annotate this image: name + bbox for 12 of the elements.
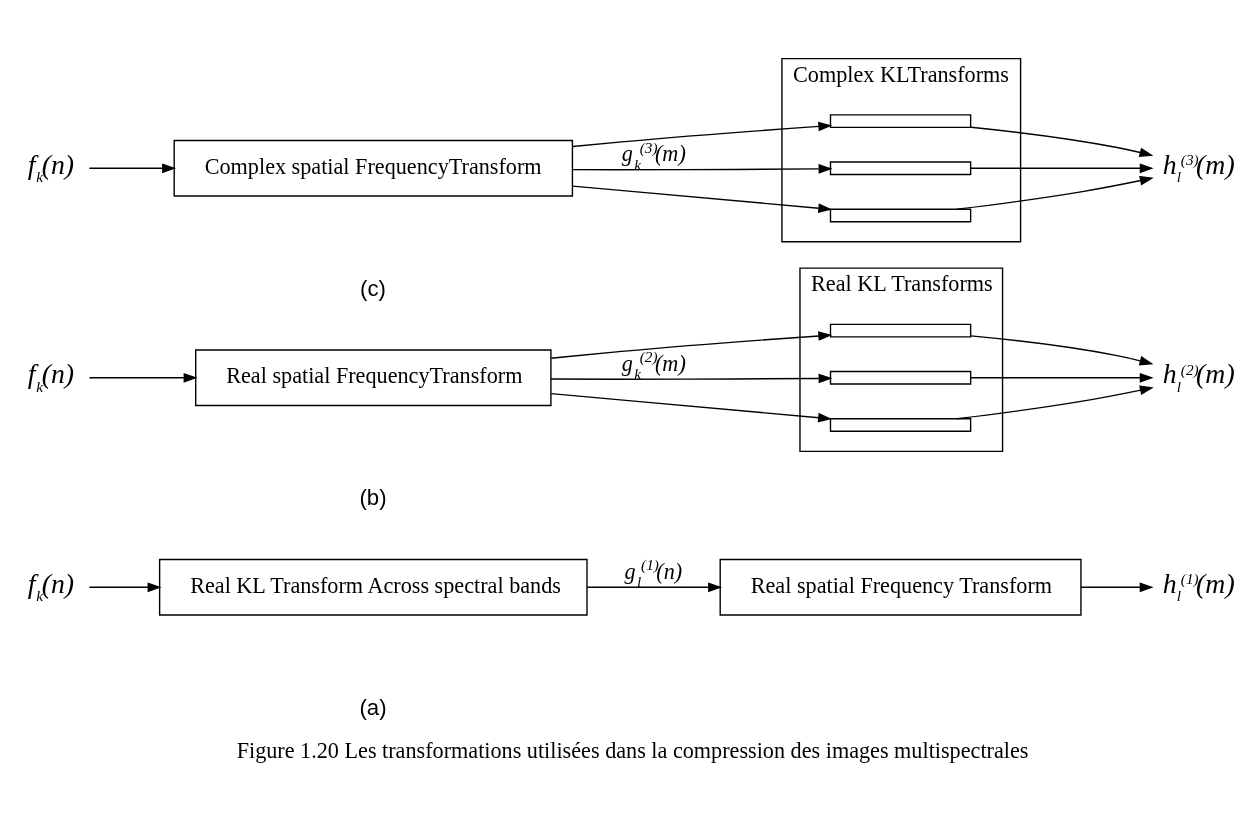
caption: Figure 1.20 Les transformations utilisées dans la compression des images multispectrales [236,737,1029,763]
label: (a) [359,694,387,720]
edge-label: g$_{k}$$^{(2)}$(m) [621,348,686,383]
node-text: h$_{l}$$^{(3)}$(m) [1162,148,1235,186]
node-text: f$_{k}$(n) [27,358,75,395]
node-text: h$_{l}$$^{(2)}$(m) [1162,358,1235,395]
node-text: h$_{l}$$^{(1)}$(m) [1162,567,1235,605]
node-text: f$_{k}$(n) [27,148,75,186]
label: (b) [359,485,387,511]
edge-label: g$_{l}$$^{(1)}$(n) [624,556,683,591]
node-text: f$_{k}$(n) [27,567,75,605]
label: (c) [360,275,386,301]
